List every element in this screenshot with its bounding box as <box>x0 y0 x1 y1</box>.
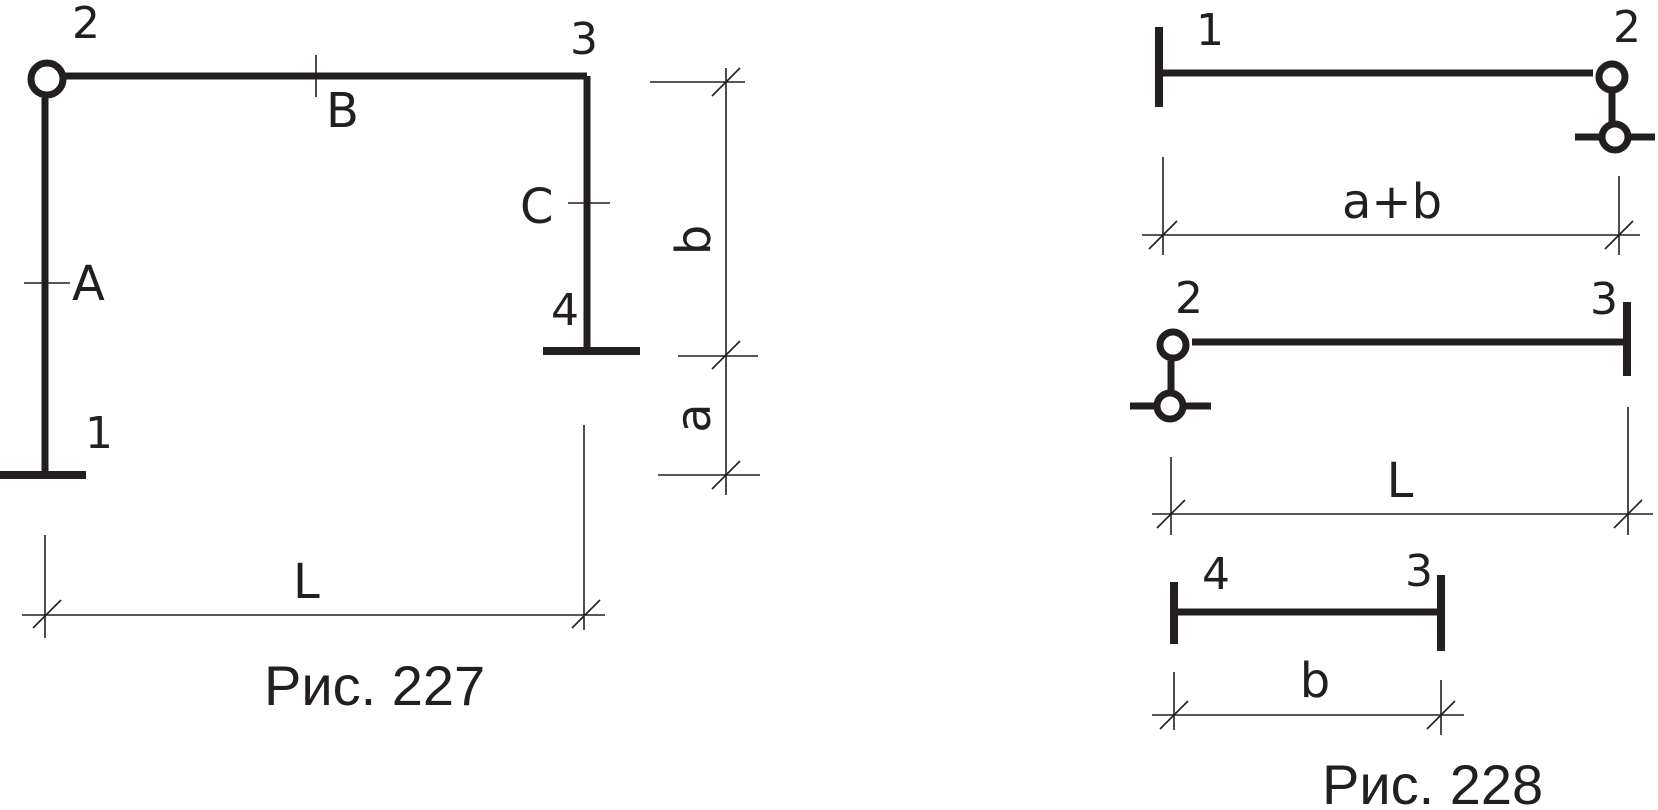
node-label-4: 4 <box>1202 549 1230 600</box>
figure-caption-227: Рис. 227 <box>264 654 485 717</box>
node-label-1: 1 <box>85 408 113 459</box>
node-label-3: 3 <box>1590 274 1618 325</box>
dim-label-l: L <box>293 554 320 610</box>
dim-tick-right <box>1426 700 1456 730</box>
dim-tick-right <box>1613 499 1643 529</box>
dim-label-l: L <box>1387 453 1414 509</box>
roller-hinge <box>1598 120 1632 154</box>
dim-label-a-plus-b: a+b <box>1342 174 1442 230</box>
roller-hinge <box>1153 389 1187 423</box>
dim-tick-left <box>1159 700 1189 730</box>
node-label-2: 2 <box>1613 2 1641 53</box>
point-label-c: C <box>520 179 554 235</box>
node-label-4: 4 <box>551 285 579 336</box>
node-label-3: 3 <box>570 14 598 65</box>
dim-label-b: b <box>1300 653 1330 709</box>
hinge-node-2 <box>1156 328 1190 362</box>
beam-1-2: 1 2 a+b <box>1142 2 1655 255</box>
dim-b-tick-top <box>711 67 741 97</box>
figure-227: 2 3 4 1 A B C L b a Рис. 227 <box>0 0 760 717</box>
dim-label-b: b <box>666 225 722 255</box>
dim-tick-left <box>1156 499 1186 529</box>
dim-ab-tick-mid <box>711 340 741 370</box>
beam-4-3: 4 3 b <box>1152 546 1464 735</box>
beam-2-3: 2 3 L <box>1130 273 1653 535</box>
node-label-3: 3 <box>1405 546 1433 597</box>
node-label-2: 2 <box>72 0 100 49</box>
node-label-1: 1 <box>1196 5 1224 56</box>
dim-label-a: a <box>666 403 722 432</box>
node-label-2: 2 <box>1175 273 1203 324</box>
hinge-node-2 <box>1595 60 1629 94</box>
dim-a-tick-bottom <box>711 460 741 490</box>
dim-tick-left <box>1148 220 1178 250</box>
point-label-b: B <box>326 83 359 139</box>
figure-228: 1 2 a+b 2 3 L <box>1130 2 1655 810</box>
hinge-node-2 <box>27 59 67 99</box>
point-label-a: A <box>72 256 105 312</box>
figure-caption-228: Рис. 228 <box>1322 753 1543 810</box>
dim-l-tick-left <box>32 599 62 629</box>
dim-l-tick-right <box>571 599 601 629</box>
dim-tick-right <box>1604 220 1634 250</box>
